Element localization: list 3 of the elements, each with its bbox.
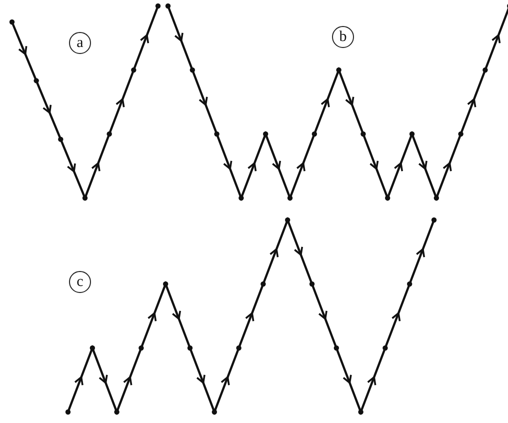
circled-letter: c — [69, 271, 91, 293]
circled-letter: b — [332, 26, 354, 48]
circled-letter: a — [69, 32, 91, 54]
